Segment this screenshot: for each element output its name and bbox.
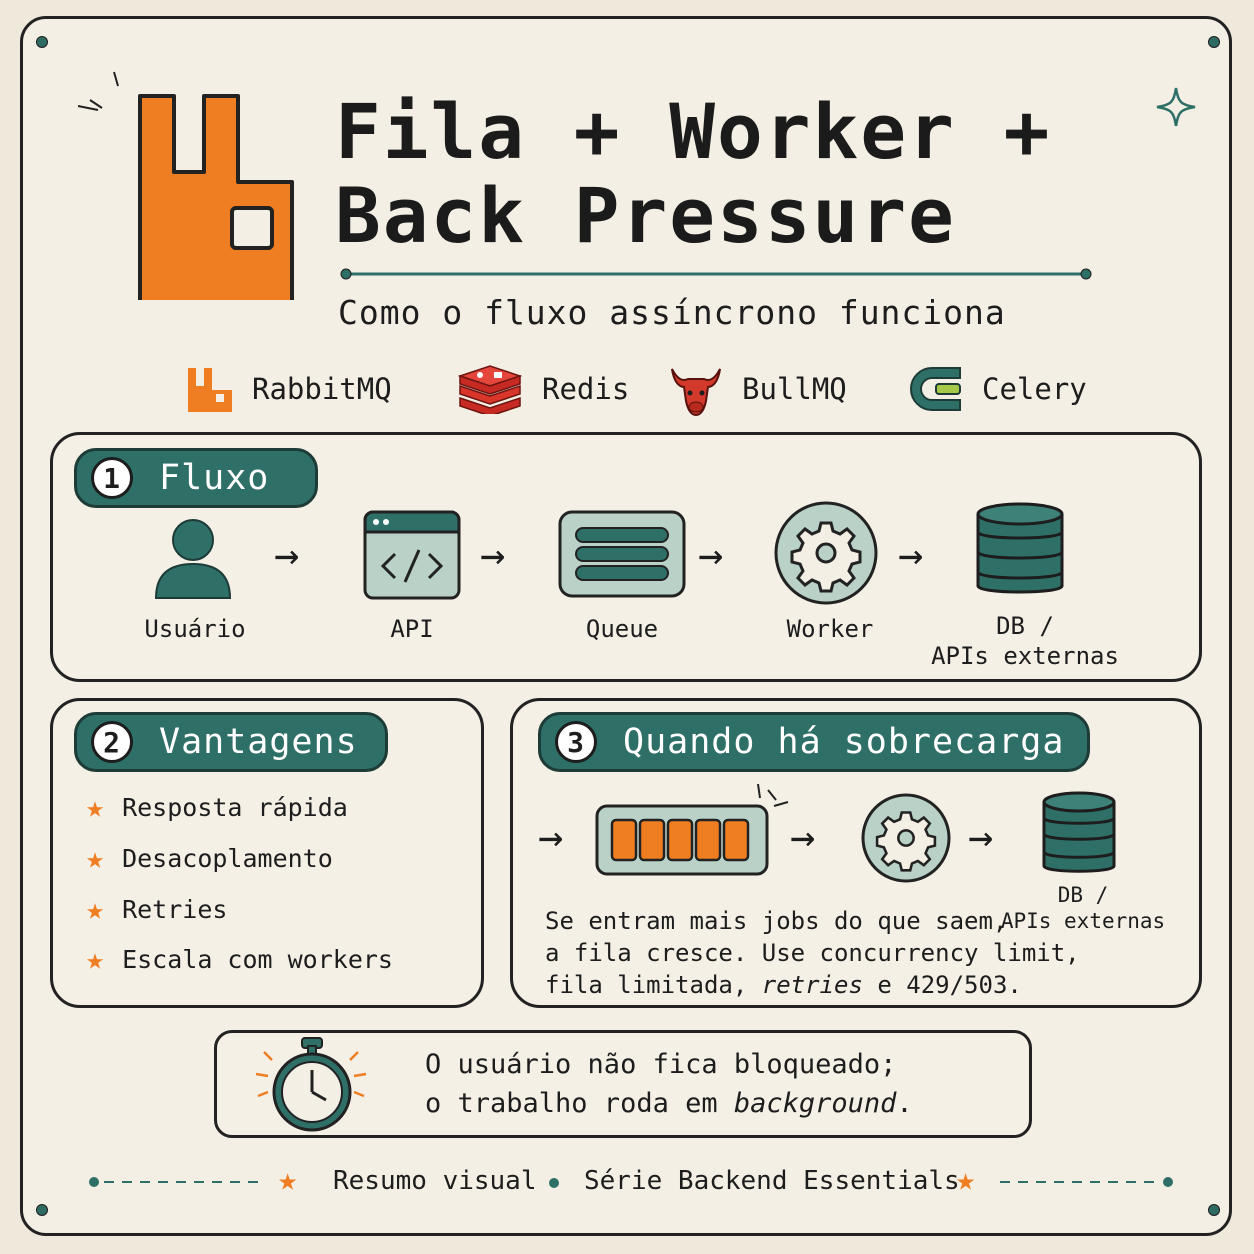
rabbitmq-icon: [188, 368, 232, 412]
arrow-icon: →: [698, 530, 724, 579]
summary-note-text: O usuário não fica bloqueado; o trabalho…: [425, 1045, 913, 1123]
tech-bullmq: BullMQ: [668, 366, 847, 417]
overload-line-2: a fila cresce. Use concurrency limit,: [545, 939, 1080, 967]
section-3-header: 3 Quando há sobrecarga: [538, 712, 1090, 772]
section-number: 1: [91, 457, 133, 499]
overload-line-3-em: retries: [761, 971, 863, 999]
footer-right-text: Série Backend Essentials: [584, 1166, 960, 1196]
star-icon: ★: [278, 1160, 298, 1198]
corner-dot: [1208, 1204, 1220, 1216]
corner-dot: [36, 36, 48, 48]
worker-gear-icon: [861, 793, 951, 883]
note-line-2-b: .: [896, 1088, 913, 1119]
tech-label: RabbitMQ: [252, 372, 392, 406]
note-line-2-a: o trabalho roda em: [425, 1088, 734, 1119]
sparkle-icon: [1156, 87, 1196, 127]
bull-icon: [671, 368, 721, 417]
overload-db-label: DB / APIs externas: [1000, 882, 1166, 934]
db-label-line-2: APIs externas: [1000, 909, 1166, 933]
corner-dot: [36, 1204, 48, 1216]
tech-redis: Redis: [456, 365, 630, 414]
flow-label-db: DB / APIs externas: [930, 611, 1120, 671]
database-icon: [1042, 791, 1116, 873]
section-title: Fluxo: [159, 458, 270, 498]
redis-icon: [457, 365, 523, 414]
db-label-line-2: APIs externas: [931, 642, 1119, 670]
advantage-item: ★ Desacoplamento: [86, 841, 333, 876]
full-queue-icon: [595, 783, 789, 876]
flow-label-api: API: [390, 615, 434, 643]
overload-line-3-b: e 429/503.: [862, 971, 1022, 999]
tech-label: BullMQ: [742, 372, 847, 406]
corner-dot: [1208, 36, 1220, 48]
footer-divider-right: [1000, 1177, 1173, 1187]
star-icon: ★: [86, 841, 105, 876]
arrow-icon: →: [274, 530, 300, 579]
advantage-text: Retries: [122, 895, 228, 924]
section-title: Quando há sobrecarga: [623, 722, 1065, 762]
title-underline: [340, 268, 1092, 280]
title-line-1: Fila + Worker +: [335, 87, 1052, 176]
section-title: Vantagens: [159, 722, 358, 762]
note-line-2-em: background: [733, 1088, 897, 1119]
user-icon: [154, 519, 232, 599]
advantage-text: Desacoplamento: [122, 844, 333, 873]
overload-text: Se entram mais jobs do que saem, a fila …: [545, 905, 1080, 1001]
flow-label-worker: Worker: [786, 615, 874, 643]
advantage-text: Resposta rápida: [122, 793, 348, 822]
note-line-1: O usuário não fica bloqueado;: [425, 1049, 897, 1080]
tech-celery: Celery: [906, 366, 1087, 412]
tech-rabbitmq: RabbitMQ: [184, 366, 392, 412]
overload-line-1: Se entram mais jobs do que saem,: [545, 907, 1008, 935]
star-icon: ★: [86, 790, 105, 825]
footer-separator-dot: [549, 1178, 559, 1188]
page-subtitle: Como o fluxo assíncrono funciona: [338, 293, 1006, 332]
advantage-text: Escala com workers: [122, 945, 393, 974]
advantage-item: ★ Retries: [86, 892, 227, 927]
footer-divider-left: [89, 1177, 262, 1187]
flow-label-user: Usuário: [144, 615, 246, 643]
section-2-header: 2 Vantagens: [74, 712, 388, 772]
tech-label: Celery: [982, 372, 1087, 406]
advantage-item: ★ Escala com workers: [86, 942, 393, 977]
rabbitmq-logo-icon: [77, 71, 294, 300]
title-line-2: Back Pressure: [335, 171, 956, 260]
star-icon: ★: [86, 942, 105, 977]
arrow-icon: →: [480, 530, 506, 579]
db-label-line-1: DB /: [996, 612, 1054, 640]
flow-label-queue: Queue: [585, 615, 659, 643]
arrow-icon: →: [968, 812, 994, 861]
database-icon: [976, 502, 1064, 594]
overload-line-3-a: fila limitada,: [545, 971, 762, 999]
gear-icon: [774, 501, 878, 605]
note-line-2: o trabalho roda em background.: [425, 1084, 913, 1123]
arrow-icon: →: [538, 812, 564, 861]
db-label-line-1: DB /: [1057, 883, 1109, 907]
tech-label: Redis: [542, 372, 630, 406]
advantage-item: ★ Resposta rápida: [86, 790, 348, 825]
celery-icon: [910, 367, 961, 411]
overload-line-3: fila limitada, retries e 429/503.: [545, 969, 1080, 1001]
star-icon: ★: [86, 892, 105, 927]
arrow-icon: →: [898, 530, 924, 579]
section-1-header: 1 Fluxo: [74, 448, 318, 508]
footer-left-text: Resumo visual: [333, 1166, 537, 1196]
stopwatch-icon: [255, 1037, 367, 1132]
arrow-icon: →: [790, 812, 816, 861]
queue-icon: [558, 510, 686, 598]
page-title: Fila + Worker + Back Pressure: [335, 90, 1051, 258]
star-icon: ★: [956, 1160, 976, 1198]
section-number: 2: [91, 721, 133, 763]
code-window-icon: [363, 510, 461, 600]
section-number: 3: [555, 721, 597, 763]
